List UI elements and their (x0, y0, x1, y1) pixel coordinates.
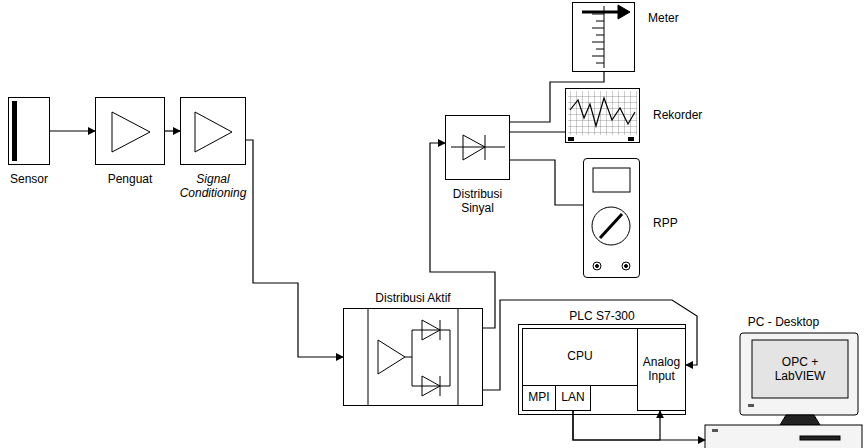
multimeter-icon (592, 168, 630, 270)
active-distribution-symbol (368, 309, 458, 405)
block-label: Distribusi Sinyal (453, 187, 502, 216)
signal-wire (510, 131, 565, 132)
block-label: Meter (648, 11, 679, 25)
sensor-icon (12, 101, 17, 161)
signal-wire (165, 130, 180, 131)
block-box: RPP (583, 158, 640, 278)
module-label: CPU (565, 350, 594, 364)
meter-icon (582, 5, 630, 68)
block-box: PC - DesktopOPC + LabVIEW (705, 333, 862, 448)
block-label: Distribusi Aktif (375, 291, 450, 305)
block-box: Distribusi Sinyal (445, 115, 510, 180)
signal-wire (573, 411, 660, 440)
amplifier-symbol (112, 112, 232, 152)
plc-module: Analog Input (637, 328, 686, 411)
module-label: Analog Input (638, 356, 685, 384)
block-label: Penguat (108, 172, 153, 186)
screen-text: OPC + LabVIEW (752, 340, 848, 398)
block-label: Sensor (10, 172, 48, 186)
block-box: Sensor (8, 97, 50, 165)
signal-wire (510, 72, 604, 122)
block-box: Distribusi Aktif (343, 308, 483, 406)
block-box: Rekorder (565, 88, 640, 143)
block-box: Penguat (95, 97, 165, 165)
signal-wire (573, 411, 705, 440)
signal-wire (510, 160, 583, 205)
plc-module: MPI (522, 385, 556, 411)
module-label: MPI (526, 391, 551, 405)
block-box: PLC S7-300CPUAnalog InputMPILAN (518, 324, 686, 415)
diode-symbol (451, 135, 505, 160)
block-label: PLC S7-300 (569, 309, 634, 323)
plc-module: LAN (555, 385, 591, 411)
block-label: PC - Desktop (748, 315, 819, 329)
signal-wire (246, 140, 343, 357)
block-label: Signal Conditioning (180, 172, 247, 201)
signal-wire (483, 300, 697, 390)
block-box: Meter (572, 2, 635, 72)
block-box: Signal Conditioning (180, 97, 246, 165)
pc-icon (705, 333, 862, 448)
plc-module: CPU (522, 328, 638, 386)
recorder-icon (568, 91, 637, 141)
module-label: LAN (559, 391, 586, 405)
block-label: Rekorder (653, 108, 702, 122)
block-label: RPP (653, 216, 678, 230)
signal-wire (50, 130, 95, 131)
